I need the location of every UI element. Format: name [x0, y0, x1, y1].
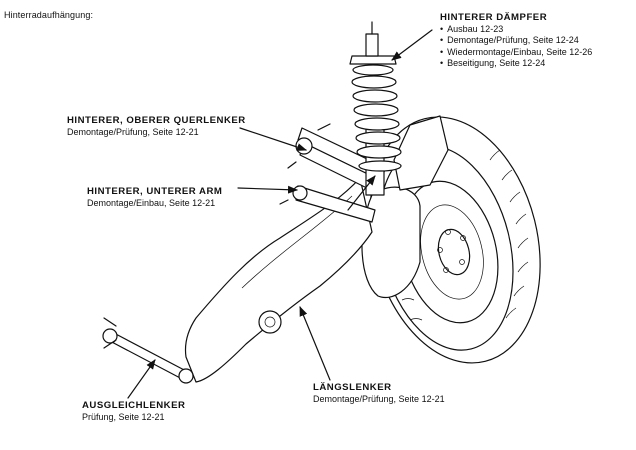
- trailing-arm-bushing: [258, 310, 282, 334]
- callout-sub: Demontage/Prüfung, Seite 12-21: [67, 126, 199, 137]
- callout-title: HINTERER DÄMPFER: [440, 12, 548, 23]
- callout-item: Beseitigung, Seite 12-24: [440, 58, 592, 70]
- callout-unterer-arm: HINTERER, UNTERER ARM Demontage/Einbau, …: [87, 186, 222, 209]
- callout-arrows: [127, 29, 433, 399]
- callout-item: Demontage/Prüfung, Seite 12-24: [440, 35, 592, 47]
- callout-oberer-querlenker: HINTERER, OBERER QUERLENKER Demontage/Pr…: [67, 115, 246, 138]
- callout-laengslenker: LÄNGSLENKER Demontage/Prüfung, Seite 12-…: [313, 382, 445, 405]
- callout-sub: Demontage/Einbau, Seite 12-21: [87, 197, 216, 208]
- callout-ausgleichlenker: AUSGLEICHLENKER Prüfung, Seite 12-21: [82, 400, 185, 423]
- trailing-arm: [184, 177, 373, 383]
- callout-item: Ausbau 12-23: [440, 24, 592, 36]
- damper-assembly: [349, 21, 402, 196]
- wheel-hub: [401, 180, 499, 324]
- callout-sub: Demontage/Prüfung, Seite 12-21: [313, 393, 445, 404]
- callout-item: Wiedermontage/Einbau, Seite 12-26: [440, 47, 592, 59]
- knuckle: [393, 115, 449, 191]
- brake-backing-plate: [361, 186, 421, 298]
- callout-title: HINTERER, UNTERER ARM: [87, 186, 223, 197]
- page-title: Hinterradaufhängung:: [4, 10, 94, 20]
- callout-daempfer: HINTERER DÄMPFER Ausbau 12-23 Demontage/…: [440, 12, 592, 70]
- callout-title: HINTERER, OBERER QUERLENKER: [67, 115, 246, 126]
- callout-item-list: Ausbau 12-23 Demontage/Prüfung, Seite 12…: [440, 24, 592, 70]
- callout-sub: Prüfung, Seite 12-21: [82, 411, 165, 422]
- callout-title: AUSGLEICHLENKER: [82, 400, 186, 411]
- callout-title: LÄNGSLENKER: [313, 382, 392, 393]
- compensator-arm: [102, 317, 194, 384]
- lower-control-arm: [279, 185, 376, 223]
